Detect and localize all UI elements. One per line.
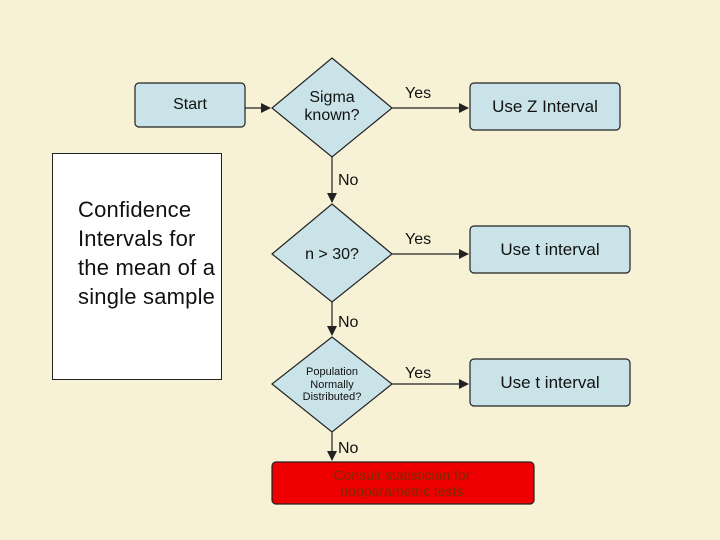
sigma-label: Sigma known? (304, 88, 360, 124)
yes-label-2: Yes (405, 231, 432, 248)
t-interval-label-2: Use t interval (500, 372, 600, 392)
t-interval-box-2 (469, 358, 631, 407)
start-label: Start (173, 95, 207, 113)
normal-label: Population Normally Distributed? (302, 366, 362, 404)
no-label-2: No (338, 314, 359, 331)
yes-label-3: Yes (405, 365, 432, 382)
no-label-1: No (338, 172, 359, 189)
z-interval-box (469, 82, 621, 131)
z-interval-label: Use Z Interval (492, 96, 598, 116)
n30-label: n > 30? (305, 245, 359, 263)
title-box (52, 153, 222, 380)
consult-label: Consult statistician for nonparametric t… (333, 466, 471, 499)
yes-label-1: Yes (405, 85, 432, 102)
start-box (134, 82, 246, 128)
consult-box (271, 461, 535, 505)
t-interval-box-1 (469, 225, 631, 274)
no-label-3: No (338, 440, 359, 457)
t-interval-label-1: Use t interval (500, 239, 600, 259)
diagram-title: Confidence Intervals for the mean of a s… (78, 197, 216, 309)
